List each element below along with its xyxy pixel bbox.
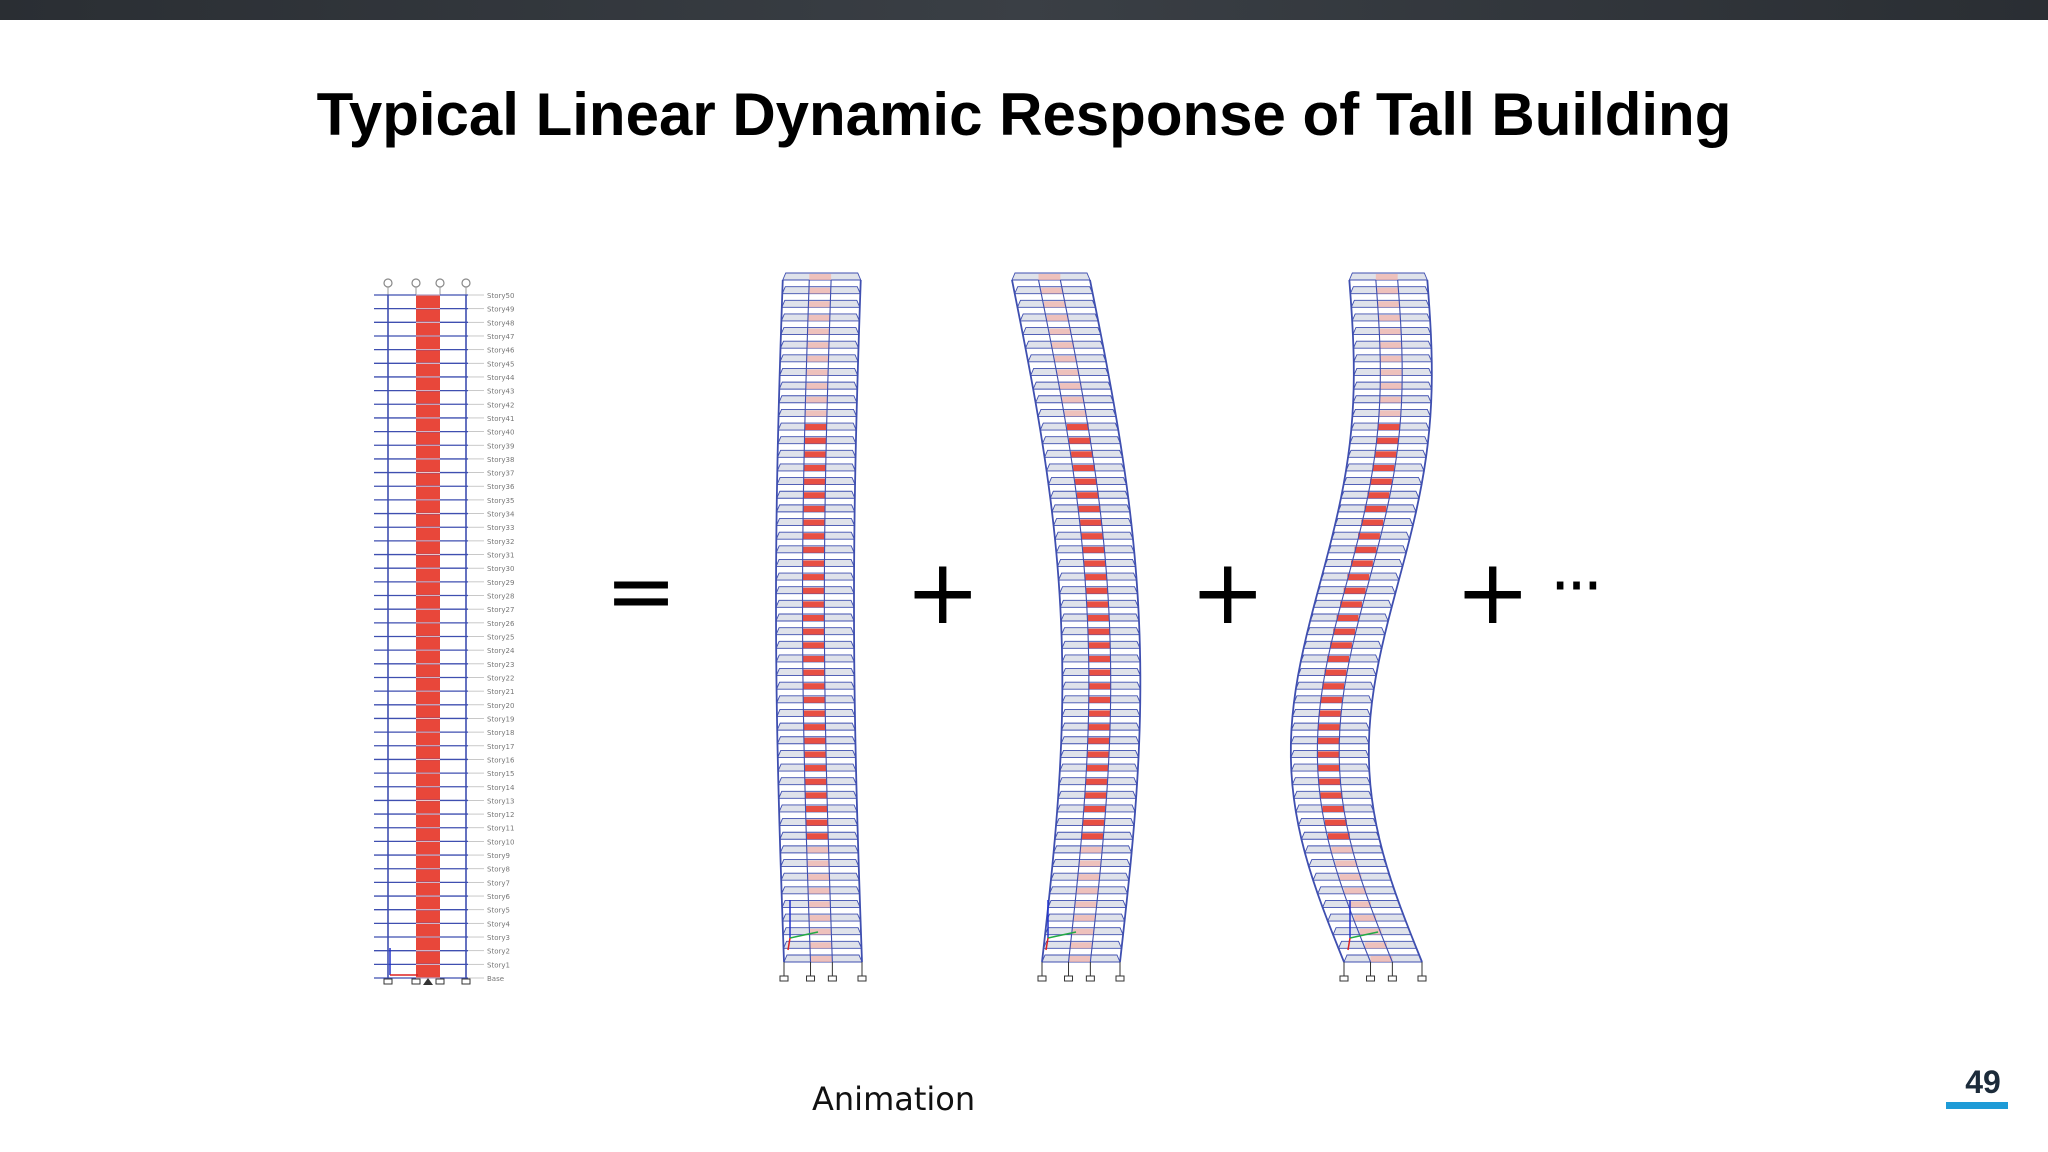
story-label: Story45 xyxy=(487,360,514,368)
window-top-bar xyxy=(0,0,2048,20)
story-label: Story20 xyxy=(487,702,514,710)
story-label: Story31 xyxy=(487,552,514,560)
story-label: Story35 xyxy=(487,497,514,505)
story-label: Story44 xyxy=(487,374,515,382)
story-label: Story5 xyxy=(487,907,510,915)
story-label: Story24 xyxy=(487,647,515,655)
story-label: Story14 xyxy=(487,784,515,792)
mode-shape-3 xyxy=(1289,272,1433,982)
story-label: Story15 xyxy=(487,770,514,778)
story-label: Story29 xyxy=(487,579,514,587)
story-label: Story32 xyxy=(487,538,514,546)
story-label: Story7 xyxy=(487,879,510,887)
story-label: Story27 xyxy=(487,606,514,614)
story-label: Story8 xyxy=(487,866,510,874)
slide-title: Typical Linear Dynamic Response of Tall … xyxy=(316,81,1732,148)
story-label: Story12 xyxy=(487,811,514,819)
page-number-underline xyxy=(1946,1102,2008,1109)
story-label: Story2 xyxy=(487,948,510,956)
story-label: Story50 xyxy=(487,292,514,300)
story-label: Story42 xyxy=(487,401,514,409)
mode-shape-1 xyxy=(775,272,867,982)
story-label: Story30 xyxy=(487,565,514,573)
story-label: Story9 xyxy=(487,852,510,860)
equals-sign: = xyxy=(605,541,678,641)
story-label: Story19 xyxy=(487,715,514,723)
story-label: Story47 xyxy=(487,333,514,341)
story-label: Story36 xyxy=(487,483,515,491)
story-label: Story43 xyxy=(487,388,514,396)
plus-sign-1: + xyxy=(905,540,981,645)
story-label: Story10 xyxy=(487,838,514,846)
story-label: Story39 xyxy=(487,442,514,450)
story-label: Story26 xyxy=(487,620,515,628)
story-label: Story41 xyxy=(487,415,514,423)
plus-sign-3: + xyxy=(1455,540,1531,645)
story-label: Story21 xyxy=(487,688,514,696)
story-label: Story33 xyxy=(487,524,514,532)
mode-shape-2 xyxy=(1011,272,1142,982)
story-label: Story23 xyxy=(487,661,514,669)
story-label: Story46 xyxy=(487,347,515,355)
story-label: Story48 xyxy=(487,319,514,327)
animation-caption: Animation xyxy=(812,1080,976,1118)
story-label: Base xyxy=(487,975,504,983)
story-label: Story49 xyxy=(487,306,514,314)
story-label: Story13 xyxy=(487,797,514,805)
story-label: Story6 xyxy=(487,893,510,901)
story-label: Story37 xyxy=(487,470,514,478)
undeformed-building-model: Story50Story49Story48Story47Story46Story… xyxy=(374,278,515,985)
story-label: Story40 xyxy=(487,429,514,437)
story-label: Story11 xyxy=(487,825,514,833)
story-label: Story18 xyxy=(487,729,514,737)
story-label: Story28 xyxy=(487,593,514,601)
story-label: Story17 xyxy=(487,743,514,751)
ellipsis: ··· xyxy=(1550,550,1603,624)
story-label: Story22 xyxy=(487,674,514,682)
plus-sign-2: + xyxy=(1190,540,1266,645)
story-label: Story4 xyxy=(487,920,510,928)
story-label: Story38 xyxy=(487,456,514,464)
story-label: Story16 xyxy=(487,756,515,764)
story-label: Story3 xyxy=(487,934,510,942)
page-number: 49 xyxy=(1965,1064,2001,1100)
story-label: Story1 xyxy=(487,961,510,969)
story-label: Story34 xyxy=(487,511,515,519)
story-label: Story25 xyxy=(487,634,514,642)
